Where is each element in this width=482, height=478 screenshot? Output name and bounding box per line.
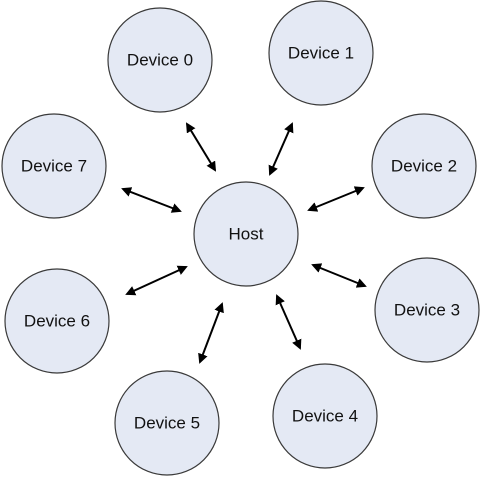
host-node: Host — [193, 181, 299, 287]
device-node-5: Device 5 — [114, 370, 220, 476]
link-device-3 — [311, 263, 367, 288]
host-label: Host — [229, 225, 264, 244]
device-node-2: Device 2 — [371, 113, 477, 219]
link-device-4 — [275, 294, 302, 350]
device-label-1: Device 1 — [288, 44, 354, 63]
device-node-7: Device 7 — [1, 113, 107, 219]
link-device-5 — [198, 302, 224, 364]
device-label-2: Device 2 — [391, 157, 457, 176]
device-label-7: Device 7 — [21, 157, 87, 176]
device-label-4: Device 4 — [292, 407, 358, 426]
device-label-6: Device 6 — [24, 312, 90, 331]
link-device-0 — [185, 122, 217, 172]
device-node-1: Device 1 — [268, 0, 374, 106]
device-label-3: Device 3 — [394, 301, 460, 320]
link-device-7 — [121, 187, 182, 213]
link-device-6 — [125, 265, 188, 296]
link-device-1 — [268, 122, 294, 176]
device-node-0: Device 0 — [107, 7, 213, 113]
device-label-0: Device 0 — [127, 51, 193, 70]
device-node-6: Device 6 — [4, 268, 110, 374]
device-node-4: Device 4 — [272, 363, 378, 469]
link-device-2 — [307, 186, 365, 212]
device-node-3: Device 3 — [374, 257, 480, 363]
device-label-5: Device 5 — [134, 414, 200, 433]
